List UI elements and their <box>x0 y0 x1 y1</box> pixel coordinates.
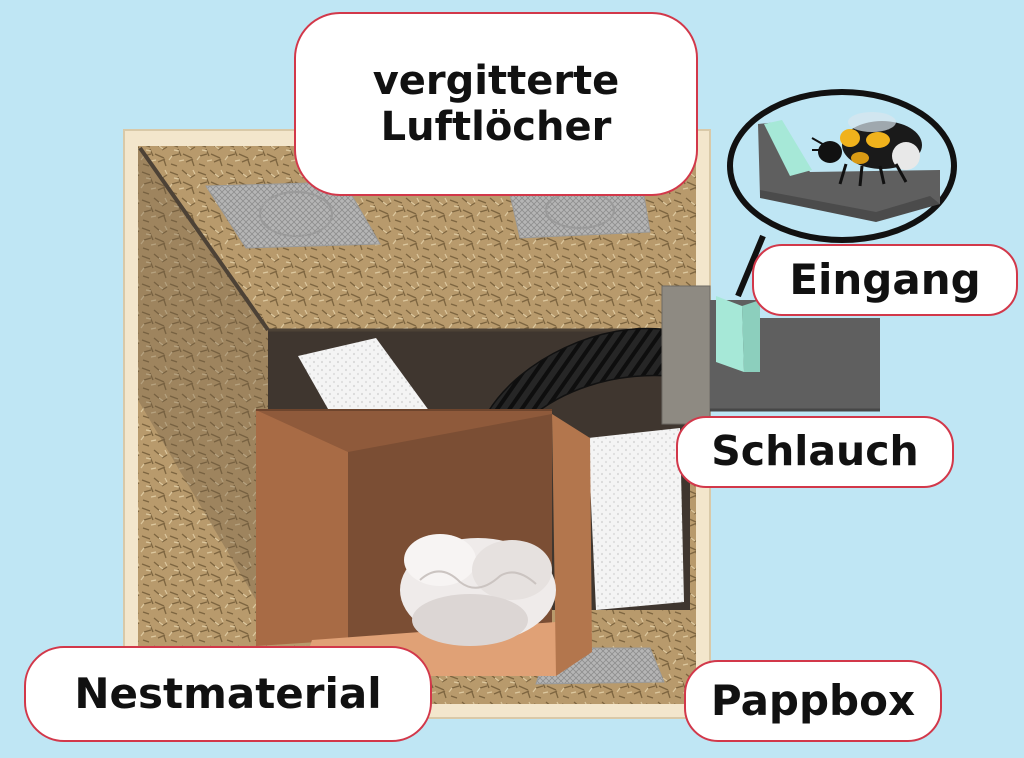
label-entrance: Eingang <box>752 244 1018 316</box>
cardboard-box-right-flap <box>552 414 592 676</box>
label-nest-material: Nestmaterial <box>24 646 432 742</box>
label-air-holes: vergitterte Luftlöcher <box>294 12 698 196</box>
label-air-holes-line2: Luftlöcher <box>373 104 620 150</box>
entrance-tube <box>662 286 710 424</box>
foam-pad-right <box>588 428 684 610</box>
label-hose: Schlauch <box>676 416 954 488</box>
entrance-zoom-inset <box>730 92 954 240</box>
label-air-holes-line1: vergitterte <box>373 58 620 104</box>
label-cardboard-box: Pappbox <box>684 660 942 742</box>
